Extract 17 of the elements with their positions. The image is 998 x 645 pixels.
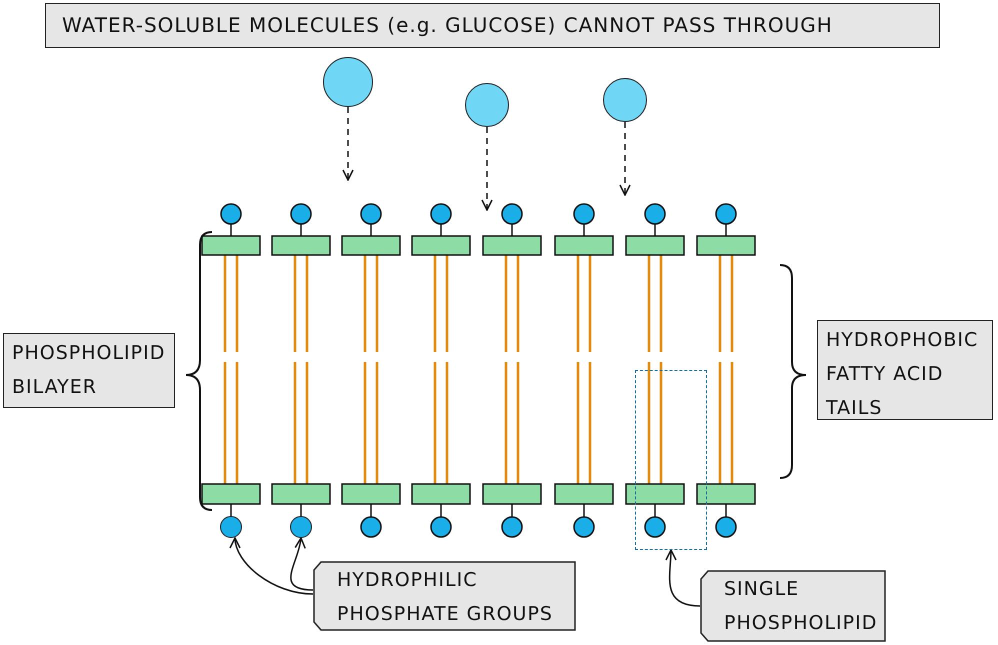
label-tag: HYDROPHILIC PHOSPHATE GROUPS [313, 561, 576, 631]
highlight-outline [635, 370, 707, 550]
label-box: HYDROPHOBIC FATTY ACID TAILS [817, 320, 993, 420]
arrow [619, 122, 631, 196]
leader-line [664, 549, 700, 607]
arrow [342, 107, 354, 181]
glucose-molecule [465, 83, 509, 127]
leader-line [290, 537, 314, 591]
phosphate-head [220, 516, 242, 538]
phosphate-head [290, 516, 312, 538]
label-box: PHOSPHOLIPID BILAYER [3, 333, 175, 408]
glucose-molecule [323, 57, 373, 107]
arrow [481, 127, 493, 211]
label-tag: SINGLE PHOSPHOLIPID [700, 570, 886, 642]
glucose-molecule [603, 78, 647, 122]
leader-line [230, 537, 314, 595]
label-box: WATER-SOLUBLE MOLECULES (e.g. GLUCOSE) CANNOT PASS THROUGH [45, 3, 940, 48]
